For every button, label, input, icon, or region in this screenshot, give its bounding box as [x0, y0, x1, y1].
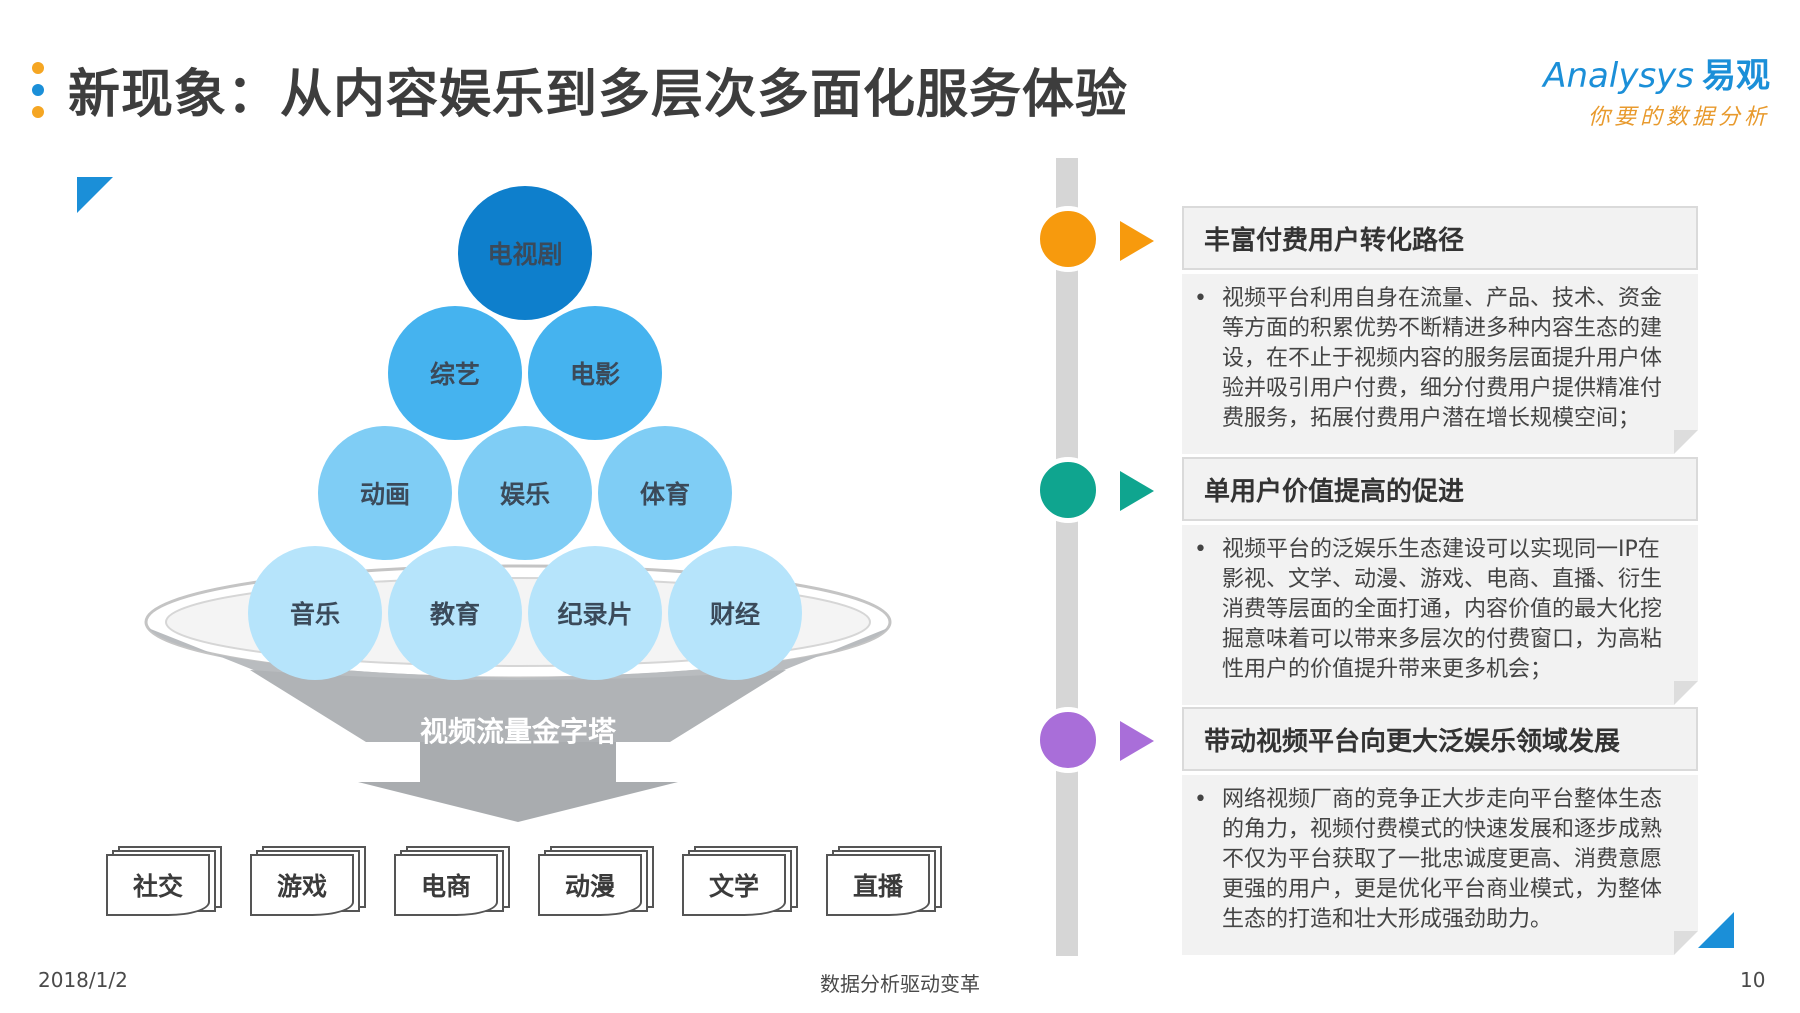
funnel-arrow: [358, 742, 678, 822]
pyramid-circle-tv-drama: 电视剧: [458, 186, 592, 320]
card-line: 等方面的积累优势不断精进多种内容生态的建: [1222, 316, 1663, 341]
logo-cn: 易观: [1702, 56, 1770, 96]
page-number: 10: [1740, 968, 1766, 992]
title-dot: [32, 106, 44, 118]
page-fold-icon: [1674, 931, 1698, 955]
circle-label: 音乐: [289, 600, 340, 629]
logo-tagline: 你要的数据分析: [1587, 105, 1770, 130]
output-games: 游戏: [250, 846, 366, 916]
pyramid-circle-sports: 体育: [598, 426, 732, 560]
corner-triangle-top-left: [77, 177, 113, 213]
card-pan-entertainment: 带动视频平台向更大泛娱乐领域发展 • 网络视频厂商的竞争正大步走向平台整体生态 …: [1182, 707, 1698, 955]
card-line: 视频平台的泛娱乐生态建设可以实现同一IP在: [1222, 537, 1660, 562]
card-line: 网络视频厂商的竞争正大步走向平台整体生态: [1222, 787, 1663, 812]
circle-label: 教育: [429, 600, 480, 629]
card-line: 生态的打造和壮大形成强劲助力。: [1222, 907, 1553, 932]
corner-triangle-bottom-right: [1698, 912, 1734, 948]
stack-label: 文学: [682, 854, 786, 916]
pyramid-circle-movie: 电影: [528, 306, 662, 440]
card-line: 消费等层面的全面打通，内容价值的最大化挖: [1222, 597, 1663, 622]
card-line: 更强的用户，更是优化平台商业模式，为整体: [1222, 877, 1663, 902]
pyramid-circle-music: 音乐: [248, 546, 382, 680]
stack-label: 社交: [106, 854, 210, 916]
card-line: 的角力，视频付费模式的快速发展和逐步成熟: [1222, 817, 1663, 842]
footer-date: 2018/1/2: [38, 968, 128, 992]
output-live-streaming: 直播: [826, 846, 942, 916]
output-comics: 动漫: [538, 846, 654, 916]
card-body: • 视频平台的泛娱乐生态建设可以实现同一IP在 影视、文学、动漫、游戏、电商、直…: [1182, 525, 1698, 705]
pyramid-circle-entertainment: 娱乐: [458, 426, 592, 560]
title-dot: [32, 62, 44, 74]
stack-label: 游戏: [250, 854, 354, 916]
page-fold-icon: [1674, 681, 1698, 705]
funnel-label: 视频流量金字塔: [419, 715, 616, 748]
timeline-arrow-2: [1120, 471, 1154, 511]
timeline-arrow-1: [1120, 221, 1154, 261]
card-heading: 丰富付费用户转化路径: [1182, 206, 1698, 270]
card-line: 掘意味着可以带来多层次的付费窗口，为高粘: [1222, 627, 1663, 652]
card-line: 设，在不止于视频内容的服务层面提升用户体: [1222, 346, 1663, 371]
pyramid-circle-animation: 动画: [318, 426, 452, 560]
circle-label: 财经: [709, 600, 760, 629]
stack-label: 电商: [394, 854, 498, 916]
logo-en: Analysys: [1543, 56, 1694, 96]
bullet-icon: •: [1194, 787, 1207, 812]
pyramid-circle-variety: 综艺: [388, 306, 522, 440]
footer-slogan: 数据分析驱动变革: [820, 972, 980, 996]
stack-label: 直播: [826, 854, 930, 916]
circle-label: 电视剧: [487, 240, 563, 269]
card-line: 影视、文学、动漫、游戏、电商、直播、衍生: [1222, 567, 1663, 592]
bullet-icon: •: [1194, 286, 1207, 311]
card-line: 验并吸引用户付费，细分付费用户提供精准付: [1222, 376, 1663, 401]
funnel-shade: [250, 670, 786, 742]
card-line: 费服务，拓展付费用户潜在增长规模空间；: [1222, 406, 1641, 431]
output-literature: 文学: [682, 846, 798, 916]
pyramid-circle-documentary: 纪录片: [528, 546, 662, 680]
timeline-dot-2: [1035, 457, 1101, 523]
title-dots: [32, 62, 46, 128]
circle-label: 综艺: [429, 360, 480, 389]
card-line: 性用户的价值提升带来更多机会；: [1222, 657, 1553, 682]
timeline-bar: [1056, 158, 1078, 956]
circle-label: 电影: [569, 360, 620, 389]
slide-title: 新现象：从内容娱乐到多层次多面化服务体验: [68, 65, 1129, 125]
card-body: • 网络视频厂商的竞争正大步走向平台整体生态 的角力，视频付费模式的快速发展和逐…: [1182, 775, 1698, 955]
timeline-dot-3: [1035, 707, 1101, 773]
card-single-user-value: 单用户价值提高的促进 • 视频平台的泛娱乐生态建设可以实现同一IP在 影视、文学…: [1182, 457, 1698, 705]
card-body: • 视频平台利用自身在流量、产品、技术、资金 等方面的积累优势不断精进多种内容生…: [1182, 274, 1698, 454]
output-ecommerce: 电商: [394, 846, 510, 916]
stack-label: 动漫: [538, 854, 642, 916]
circle-label: 娱乐: [499, 480, 550, 509]
card-paying-user-conversion: 丰富付费用户转化路径 • 视频平台利用自身在流量、产品、技术、资金 等方面的积累…: [1182, 206, 1698, 454]
card-line: 不仅为平台获取了一批忠诚度更高、消费意愿: [1222, 847, 1663, 872]
circle-label: 体育: [639, 480, 690, 509]
card-heading: 带动视频平台向更大泛娱乐领域发展: [1182, 707, 1698, 771]
circle-label: 纪录片: [557, 600, 633, 629]
page-fold-icon: [1674, 430, 1698, 454]
timeline-dot-1: [1035, 206, 1101, 272]
bullet-icon: •: [1194, 537, 1207, 562]
pyramid-circle-finance: 财经: [668, 546, 802, 680]
output-social: 社交: [106, 846, 222, 916]
card-heading: 单用户价值提高的促进: [1182, 457, 1698, 521]
timeline-arrow-3: [1120, 721, 1154, 761]
pyramid-circle-education: 教育: [388, 546, 522, 680]
card-line: 视频平台利用自身在流量、产品、技术、资金: [1222, 286, 1663, 311]
title-dot: [32, 84, 44, 96]
circle-label: 动画: [359, 480, 410, 509]
